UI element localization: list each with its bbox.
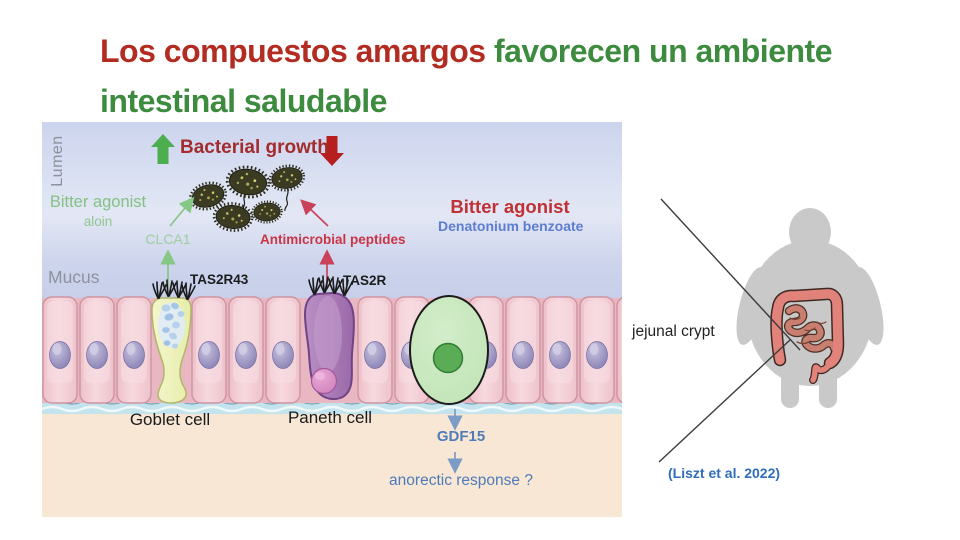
page-title: Los compuestos amargos favorecen un ambi… xyxy=(100,26,900,126)
aloin-label: aloin xyxy=(83,214,113,229)
citation: (Liszt et al. 2022) xyxy=(668,465,781,481)
title-red-part: Los compuestos amargos xyxy=(100,33,486,69)
mucus-label: Mucus xyxy=(48,267,100,287)
lumen-label: Lumen xyxy=(49,135,66,187)
intestine-diagram: Lumen Bacterial growth Bitter agonist al… xyxy=(42,122,622,517)
paneth-cell-shape xyxy=(303,291,355,400)
callout-lines xyxy=(658,198,801,463)
goblet-cell-label: Goblet cell xyxy=(129,410,211,429)
gdf15-label: GDF15 xyxy=(436,428,486,445)
paneth-granule xyxy=(310,367,338,395)
anorectic-response-label: anorectic response ? xyxy=(389,472,533,489)
bacterial-growth-label: Bacterial growth xyxy=(180,137,329,158)
growth-up-arrow-icon xyxy=(151,134,175,164)
jejunal-crypt-label: jejunal crypt xyxy=(632,323,715,340)
tas2r43-receptor-label: TAS2R43 xyxy=(190,272,249,287)
mucin-granules xyxy=(158,302,185,349)
intestine-illustration xyxy=(770,287,845,384)
title-green-part: favorecen un ambiente xyxy=(485,33,833,69)
clca1-label: CLCA1 xyxy=(145,231,191,247)
tas2r-receptor-label: TAS2R xyxy=(343,273,387,288)
antimicrobial-peptides-label: Antimicrobial peptides xyxy=(260,232,406,247)
denatonium-benzoate-label: Denatonium benzoate xyxy=(438,218,584,234)
title-line-2: intestinal saludable xyxy=(100,83,387,119)
body-figure xyxy=(658,198,884,463)
growth-down-arrow-icon xyxy=(320,136,344,166)
peptides-to-bacteria-arrow xyxy=(300,199,329,227)
bitter-agonist-right-label: Bitter agonist xyxy=(450,196,570,217)
diagram-illustration xyxy=(42,122,622,517)
title-line-1: Los compuestos amargos favorecen un ambi… xyxy=(100,26,900,76)
bitter-agonist-left-label: Bitter agonist xyxy=(49,193,147,211)
clca1-to-bacteria-arrow xyxy=(169,196,195,227)
submucosa-background xyxy=(42,406,622,517)
goblet-cell-shape xyxy=(151,297,192,404)
crypt-cell-nucleus xyxy=(432,342,464,374)
paneth-cell-label: Paneth cell xyxy=(287,408,373,427)
bacteria-cluster xyxy=(186,161,308,234)
crypt-cell-shape xyxy=(409,295,489,405)
